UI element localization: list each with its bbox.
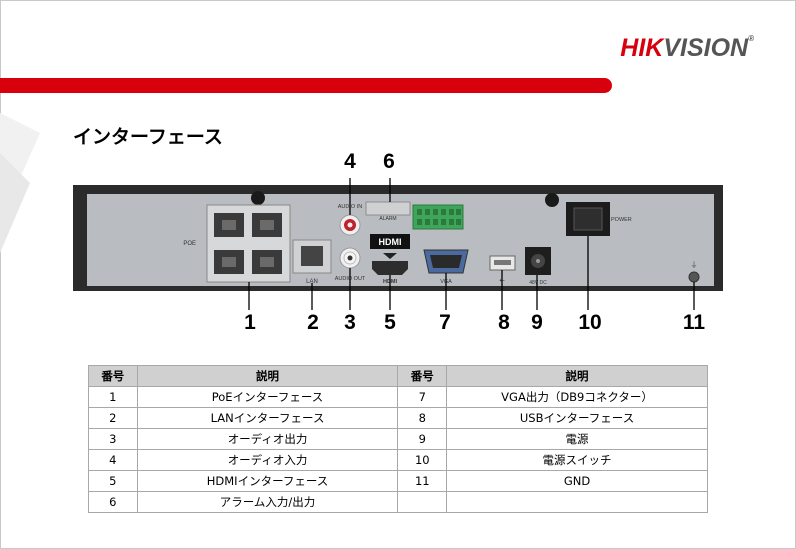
cell-description: LANインターフェース bbox=[136, 407, 399, 429]
header-number: 番号 bbox=[397, 365, 448, 387]
cell-number: 9 bbox=[397, 428, 448, 450]
nvr-rear-panel-figure: POE LAN AUDIO IN AUDIO OUT ALARM HDMI bbox=[0, 150, 796, 340]
cell-description: アラーム入力/出力 bbox=[136, 491, 399, 513]
cell-number: 8 bbox=[397, 407, 448, 429]
table-row: 5 HDMIインターフェース 11 GND bbox=[88, 470, 708, 492]
cell-description: 電源スイッチ bbox=[446, 449, 708, 471]
hdmi-logo-box bbox=[370, 234, 410, 249]
svg-text:HDMI: HDMI bbox=[379, 237, 402, 247]
header-red-bar bbox=[0, 78, 612, 93]
cell-number: 3 bbox=[88, 428, 138, 450]
cell-description: オーディオ出力 bbox=[136, 428, 399, 450]
cell-number: 2 bbox=[88, 407, 138, 429]
svg-text:⏚: ⏚ bbox=[691, 261, 698, 269]
callout-1: 1 bbox=[244, 311, 256, 334]
callout-2: 2 bbox=[307, 311, 319, 334]
decorative-shapes bbox=[0, 113, 40, 253]
cell-number: 10 bbox=[397, 449, 448, 471]
table-row: 1 PoEインターフェース 7 VGA出力（DB9コネクター） bbox=[88, 386, 708, 408]
power-label: POWER bbox=[611, 217, 632, 223]
dc-label: 48V DC bbox=[529, 280, 547, 286]
cell-description: VGA出力（DB9コネクター） bbox=[446, 386, 708, 408]
poe-label: POE bbox=[183, 241, 196, 247]
alarm-label: ALARM bbox=[379, 216, 396, 222]
screw bbox=[545, 193, 559, 207]
cell-description: GND bbox=[446, 470, 708, 492]
table-header-row: 番号 説明 番号 説明 bbox=[88, 365, 708, 387]
callout-6: 6 bbox=[383, 150, 395, 173]
callout-7: 7 bbox=[439, 311, 451, 334]
cell-number bbox=[397, 491, 448, 513]
cell-number: 6 bbox=[88, 491, 138, 513]
alarm-terminal-legend bbox=[365, 201, 411, 216]
table-row: 4 オーディオ入力 10 電源スイッチ bbox=[88, 449, 708, 471]
cell-number: 1 bbox=[88, 386, 138, 408]
header-description: 説明 bbox=[446, 365, 708, 387]
callout-9: 9 bbox=[531, 311, 543, 334]
callout-3: 3 bbox=[344, 311, 356, 334]
cell-description: PoEインターフェース bbox=[136, 386, 399, 408]
header-number: 番号 bbox=[88, 365, 138, 387]
screw bbox=[251, 191, 265, 205]
alarm-terminal-block bbox=[412, 204, 464, 230]
hdmi-arrow bbox=[383, 253, 397, 259]
callout-5: 5 bbox=[384, 311, 396, 334]
cell-description: 電源 bbox=[446, 428, 708, 450]
cell-description: HDMIインターフェース bbox=[136, 470, 399, 492]
cell-description bbox=[446, 491, 708, 513]
lan-label: LAN bbox=[306, 279, 318, 285]
gnd-screw bbox=[688, 271, 700, 283]
callout-10: 10 bbox=[578, 311, 602, 334]
cell-number: 4 bbox=[88, 449, 138, 471]
callout-11: 11 bbox=[682, 311, 706, 334]
interface-table: 番号 説明 番号 説明 1 PoEインターフェース 7 VGA出力（DB9コネク… bbox=[88, 365, 708, 513]
hikvision-logo: HIKVISION® bbox=[620, 34, 754, 62]
callout-8: 8 bbox=[498, 311, 510, 334]
table-row: 6 アラーム入力/出力 bbox=[88, 491, 708, 513]
cell-number: 5 bbox=[88, 470, 138, 492]
callout-4: 4 bbox=[344, 150, 356, 173]
cell-number: 7 bbox=[397, 386, 448, 408]
table-row: 3 オーディオ出力 9 電源 bbox=[88, 428, 708, 450]
cell-number: 11 bbox=[397, 470, 448, 492]
table-row: 2 LANインターフェース 8 USBインターフェース bbox=[88, 407, 708, 429]
page-title: インターフェース bbox=[73, 126, 223, 148]
lan-port bbox=[292, 239, 332, 274]
hdmi-port bbox=[372, 261, 408, 275]
header-description: 説明 bbox=[136, 365, 399, 387]
cell-description: USBインターフェース bbox=[446, 407, 708, 429]
cell-description: オーディオ入力 bbox=[136, 449, 399, 471]
